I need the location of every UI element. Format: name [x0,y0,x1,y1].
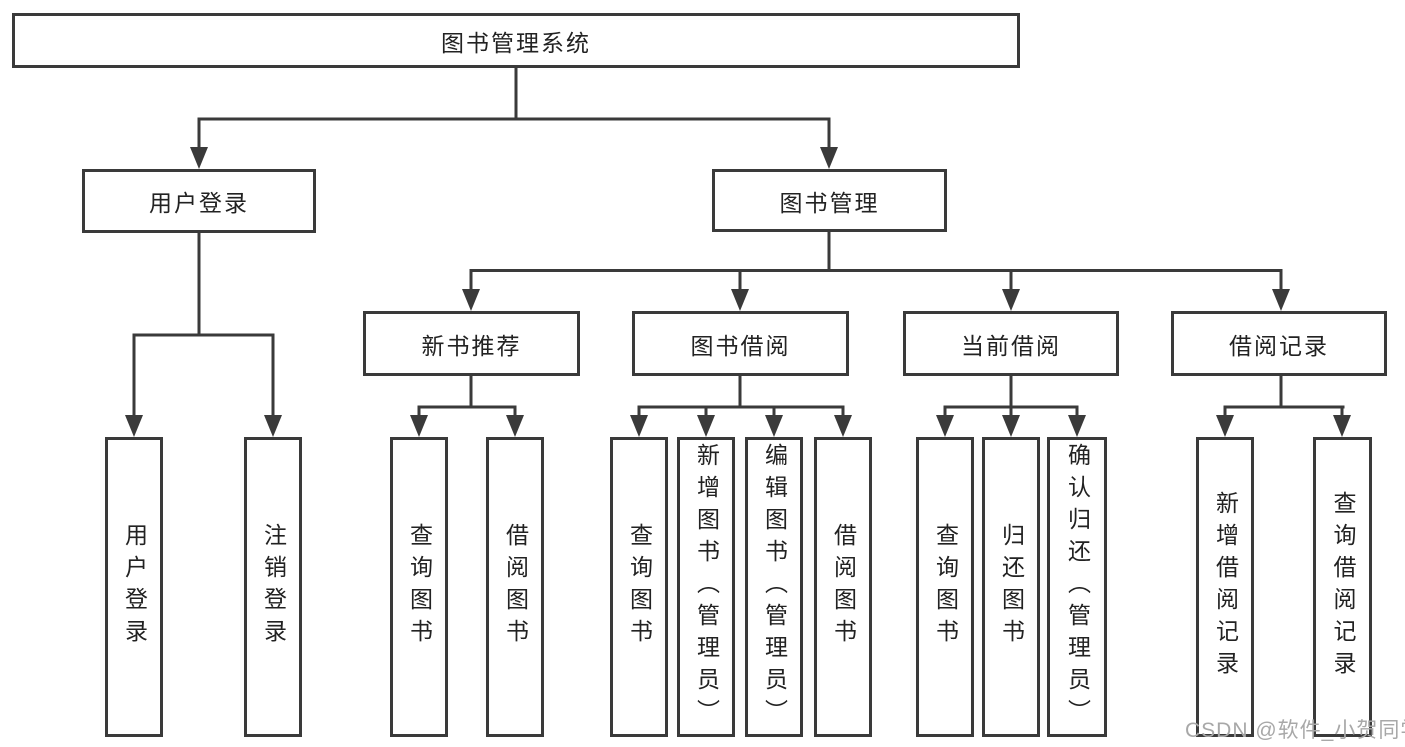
leaf-return-books: 归还图书 [982,437,1040,737]
node-label: 借阅图书 [830,523,857,651]
node-label: 查询借阅记录 [1330,491,1356,683]
node-new-book-recommendation: 新书推荐 [363,311,580,376]
csdn-watermark: CSDN @软件_小贺同学 [1185,719,1405,742]
node-label: 用户登录 [149,190,249,216]
node-label: 查询图书 [626,523,653,651]
leaf-add-borrowing-record: 新增借阅记录 [1196,437,1254,737]
leaf-query-borrowing-record: 查询借阅记录 [1313,437,1372,737]
node-label: 确认归还（管理员） [1064,443,1091,731]
node-label: 图书管理 [779,189,880,216]
node-label: 借阅记录 [1229,332,1329,359]
node-label: 图书管理系统 [441,29,591,56]
node-label: 新书推荐 [421,332,522,359]
leaf-edit-books-admin: 编辑图书（管理员） [745,437,803,737]
node-label: 当前借阅 [961,332,1061,359]
node-borrowing-records: 借阅记录 [1171,311,1387,376]
leaf-add-books-admin: 新增图书（管理员） [677,437,735,737]
node-label: 编辑图书（管理员） [761,443,788,731]
leaf-query-books-borrowing: 查询图书 [610,437,668,737]
node-label: 新增借阅记录 [1212,491,1239,683]
leaf-logout: 注销登录 [244,437,302,737]
node-label: 归还图书 [998,523,1025,651]
leaf-confirm-return-admin: 确认归还（管理员） [1047,437,1107,737]
node-root-system: 图书管理系统 [12,13,1020,68]
leaf-query-books-recommend: 查询图书 [390,437,448,737]
leaf-borrow-books-borrowing: 借阅图书 [814,437,872,737]
node-label: 查询图书 [406,523,433,651]
node-book-management: 图书管理 [712,169,947,232]
leaf-user-login: 用户登录 [105,437,163,737]
leaf-query-books-current: 查询图书 [916,437,974,737]
node-label: 查询图书 [932,523,959,651]
node-label: 图书借阅 [690,332,791,359]
node-label: 注销登录 [260,523,287,651]
node-label: 用户登录 [121,523,148,651]
leaf-borrow-books-recommend: 借阅图书 [486,437,544,737]
node-book-borrowing: 图书借阅 [632,311,849,376]
node-user-login: 用户登录 [82,169,316,233]
node-label: 新增图书（管理员） [693,443,720,731]
node-current-borrowing: 当前借阅 [903,311,1119,376]
node-label: 借阅图书 [502,523,529,651]
